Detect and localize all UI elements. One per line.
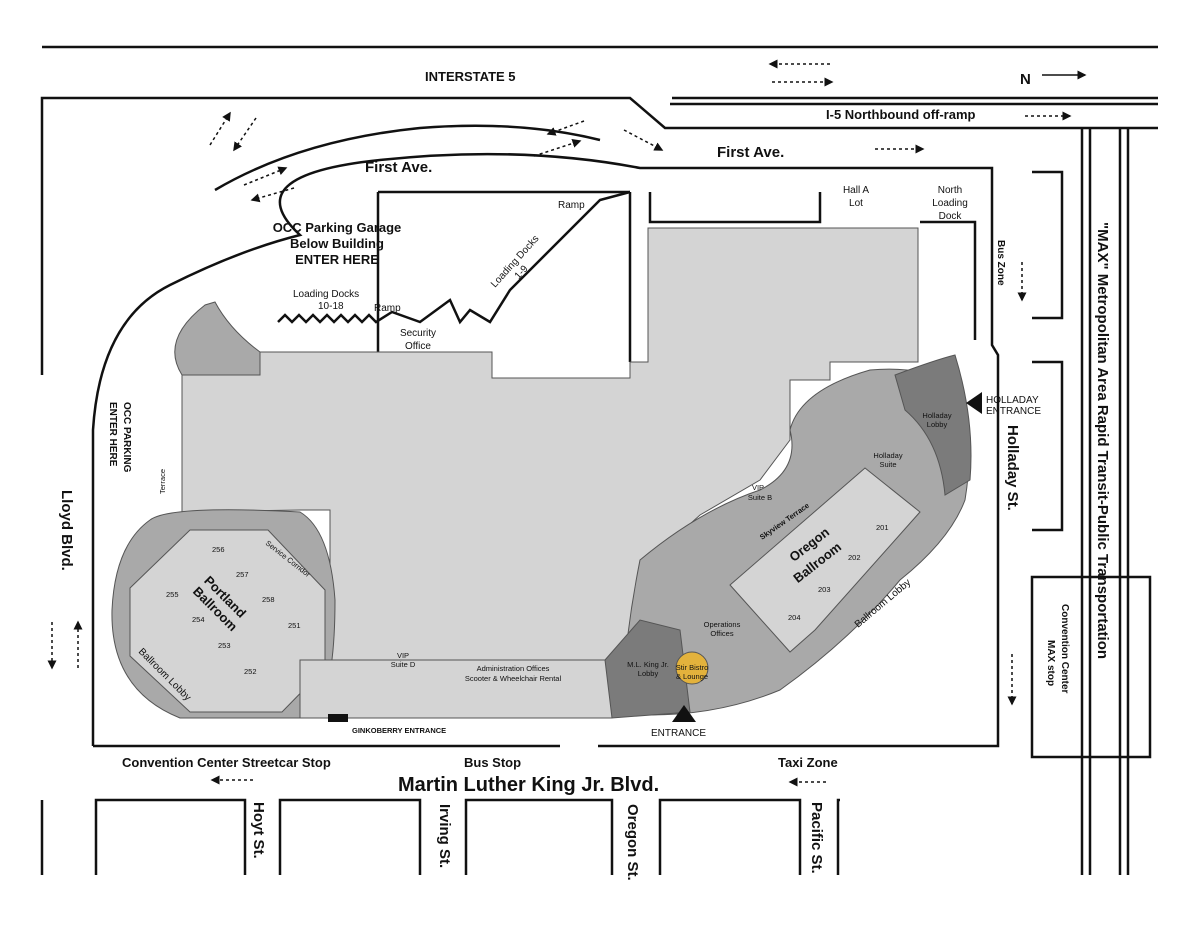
holladay-entrance-icon — [966, 392, 982, 414]
admin-line-1: Administration Offices — [477, 664, 550, 673]
side-parking-line-1: OCC PARKING — [121, 402, 132, 473]
pb-253: 253 — [218, 641, 231, 650]
ginkoberry-entrance-icon — [328, 714, 348, 722]
pb-252: 252 — [244, 667, 257, 676]
ramp-top-label: Ramp — [558, 200, 585, 211]
building — [111, 227, 972, 719]
security-line-1: Security — [400, 328, 436, 339]
north-dock-line-2: Loading — [932, 198, 968, 209]
oregon-ballroom — [729, 467, 921, 653]
hoyt-st-label: Hoyt St. — [250, 802, 267, 859]
bistro-line-1: Stir Bistro — [676, 663, 709, 672]
max-stop-line-1: Convention Center — [1059, 604, 1070, 694]
pacific-st-label: Pacific St. — [808, 802, 825, 874]
garage-line-2: Below Building — [290, 236, 384, 251]
bus-zone-label: Bus Zone — [995, 240, 1006, 286]
west-lobby — [174, 301, 261, 512]
max-label: "MAX" Metropolitan Area Rapid Transit-Pu… — [1094, 222, 1111, 659]
first-ave-right-label: First Ave. — [717, 144, 784, 161]
bistro-line-2: & Lounge — [676, 672, 708, 681]
ob-202: 202 — [848, 553, 861, 562]
north-dock-line-3: Dock — [939, 211, 963, 222]
main-entrance-label: ENTRANCE — [651, 728, 706, 739]
ob-204: 204 — [788, 613, 801, 622]
ginkoberry-label: GINKOBERRY ENTRANCE — [352, 726, 446, 735]
interstate-label: INTERSTATE 5 — [425, 69, 516, 84]
pb-258: 258 — [262, 595, 275, 604]
ob-203: 203 — [818, 585, 831, 594]
max-stop-line-2: MAX stop — [1045, 640, 1056, 686]
first-ave-left-label: First Ave. — [365, 159, 432, 176]
garage-line-3: ENTER HERE — [295, 252, 379, 267]
holladay-lobby-line-1: Holladay — [922, 411, 951, 420]
hall-a-line-2: Lot — [849, 198, 863, 209]
holladay-lobby — [894, 354, 972, 496]
docks-1-9-label: Loading Docks — [489, 233, 541, 290]
bus-stop-label: Bus Stop — [464, 755, 521, 770]
pb-254: 254 — [192, 615, 205, 624]
mlk-blvd-label: Martin Luther King Jr. Blvd. — [398, 774, 659, 796]
holladay-entrance-line-2: ENTRANCE — [986, 406, 1041, 417]
main-entrance-icon — [672, 705, 696, 722]
terrace-label: Terrace — [158, 469, 167, 494]
pb-255: 255 — [166, 590, 179, 599]
vip-d-line-1: VIP — [397, 651, 409, 660]
streetcar-label: Convention Center Streetcar Stop — [122, 755, 331, 770]
north-label: N — [1020, 71, 1031, 88]
north-dock-line-1: North — [938, 185, 962, 196]
holladay-st-label: Holladay St. — [1004, 425, 1021, 511]
ramp-bottom-label: Ramp — [374, 303, 401, 314]
ob-201: 201 — [876, 523, 889, 532]
traffic-arrows — [47, 59, 1072, 787]
holladay-lobby-line-2: Lobby — [927, 420, 948, 429]
holladay-entrance-line-1: HOLLADAY — [986, 395, 1039, 406]
mlk-lobby-line-2: Lobby — [638, 669, 659, 678]
offramp-label: I-5 Northbound off-ramp — [826, 107, 976, 122]
docks-10-18-label: Loading Docks — [293, 289, 359, 300]
docks-10-18-range: 10-18 — [318, 301, 344, 312]
oregon-st-label: Oregon St. — [624, 804, 641, 881]
ops-line-1: Operations — [704, 620, 741, 629]
road-outlines — [40, 45, 1158, 875]
side-parking-line-2: ENTER HERE — [107, 402, 118, 467]
pb-251: 251 — [288, 621, 301, 630]
ops-line-2: Offices — [710, 629, 733, 638]
pb-257: 257 — [236, 570, 249, 579]
hall-a-line-1: Hall A — [843, 185, 869, 196]
vip-d-line-2: Suite D — [391, 660, 416, 669]
admin-line-2: Scooter & Wheelchair Rental — [465, 674, 562, 683]
admin-corridor — [299, 659, 621, 719]
security-line-2: Office — [405, 341, 431, 352]
holladay-suite-line-2: Suite — [879, 460, 896, 469]
irving-st-label: Irving St. — [436, 804, 453, 868]
mlk-lobby-line-1: M.L. King Jr. — [627, 660, 669, 669]
stir-bistro-icon — [675, 651, 709, 685]
taxi-zone-label: Taxi Zone — [778, 755, 838, 770]
pb-256: 256 — [212, 545, 225, 554]
lloyd-blvd-label: Lloyd Blvd. — [58, 490, 75, 571]
holladay-suite-line-1: Holladay — [873, 451, 902, 460]
vip-b-line-1: VIP — [752, 483, 764, 492]
exhibit-halls — [181, 227, 919, 661]
vip-b-line-2: Suite B — [748, 493, 772, 502]
garage-line-1: OCC Parking Garage — [273, 220, 402, 235]
